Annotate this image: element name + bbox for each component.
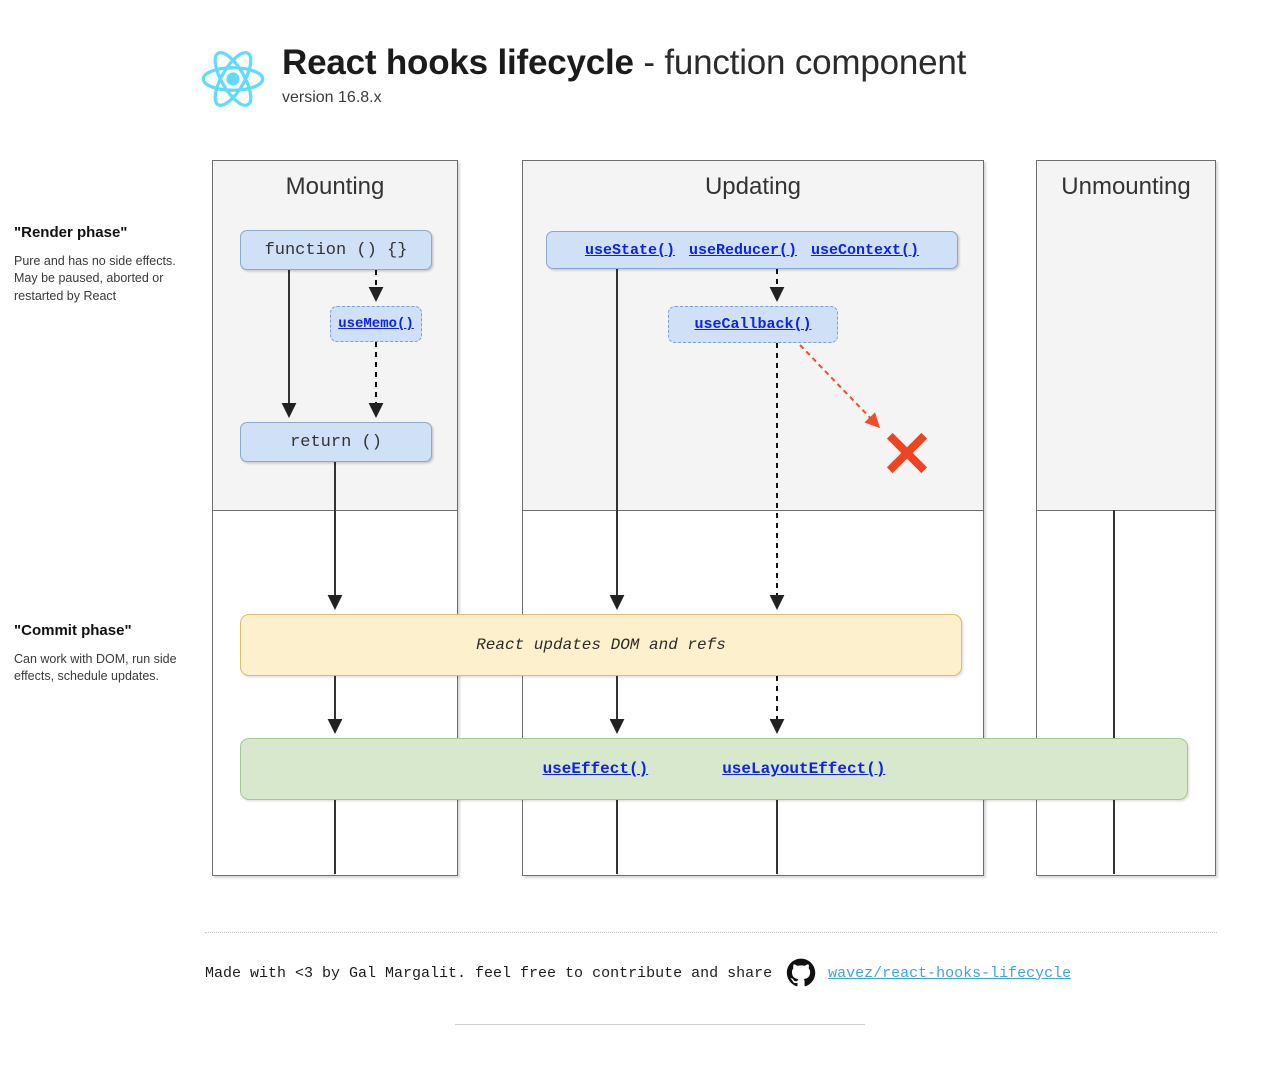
node-function-declaration: function () {} xyxy=(240,230,432,270)
render-phase-label: "Render phase" Pure and has no side effe… xyxy=(14,224,199,305)
title-block: React hooks lifecycle - function compone… xyxy=(282,40,966,107)
usememo-link[interactable]: useMemo() xyxy=(338,316,414,332)
commit-phase-title: "Commit phase" xyxy=(14,622,132,639)
usecallback-link[interactable]: useCallback() xyxy=(694,316,812,333)
effects-links-group: useEffect() useLayoutEffect() xyxy=(543,760,886,778)
red-x-icon xyxy=(886,432,928,474)
usecontext-link[interactable]: useContext() xyxy=(811,241,920,259)
commit-phase-label: "Commit phase" Can work with DOM, run si… xyxy=(14,622,199,686)
column-unmounting-render-area xyxy=(1037,161,1215,511)
repo-link[interactable]: wavez/react-hooks-lifecycle xyxy=(828,964,1072,982)
column-unmounting-title: Unmounting xyxy=(1061,173,1191,200)
version-label: version 16.8.x xyxy=(282,88,382,106)
column-updating-title: Updating xyxy=(704,173,802,200)
page-header: React hooks lifecycle - function compone… xyxy=(200,40,966,112)
node-return-label: return () xyxy=(290,432,382,452)
title-strong: React hooks lifecycle xyxy=(282,43,634,82)
node-state-hooks-row: useState() useReducer() useContext() xyxy=(546,231,958,269)
render-phase-title: "Render phase" xyxy=(14,224,128,241)
react-updates-dom-label: React updates DOM and refs xyxy=(476,636,726,654)
bottom-rule xyxy=(455,1024,865,1025)
footer-divider xyxy=(205,932,1217,933)
usestate-link[interactable]: useState() xyxy=(584,241,675,259)
footer: Made with <3 by Gal Margalit. feel free … xyxy=(205,958,1217,988)
uselayouteffect-link[interactable]: useLayoutEffect() xyxy=(722,760,886,778)
commit-phase-description: Can work with DOM, run side effects, sch… xyxy=(14,652,177,684)
react-updates-dom-box: React updates DOM and refs xyxy=(240,614,962,676)
node-usememo[interactable]: useMemo() xyxy=(330,306,422,342)
node-usecallback[interactable]: useCallback() xyxy=(668,306,838,343)
usereducer-link[interactable]: useReducer() xyxy=(688,241,797,259)
node-function-label: function () {} xyxy=(264,240,408,260)
useeffect-link[interactable]: useEffect() xyxy=(542,760,649,778)
column-mounting-title: Mounting xyxy=(285,173,385,200)
title-rest: - function component xyxy=(633,43,967,82)
github-icon[interactable] xyxy=(786,958,816,988)
effects-box: useEffect() useLayoutEffect() xyxy=(240,738,1188,800)
page-title: React hooks lifecycle - function compone… xyxy=(282,43,967,83)
footer-credit-text: Made with <3 by Gal Margalit. feel free … xyxy=(205,964,773,982)
react-logo-icon xyxy=(201,51,265,107)
node-return: return () xyxy=(240,422,432,462)
render-phase-description: Pure and has no side effects. May be pau… xyxy=(14,254,176,303)
